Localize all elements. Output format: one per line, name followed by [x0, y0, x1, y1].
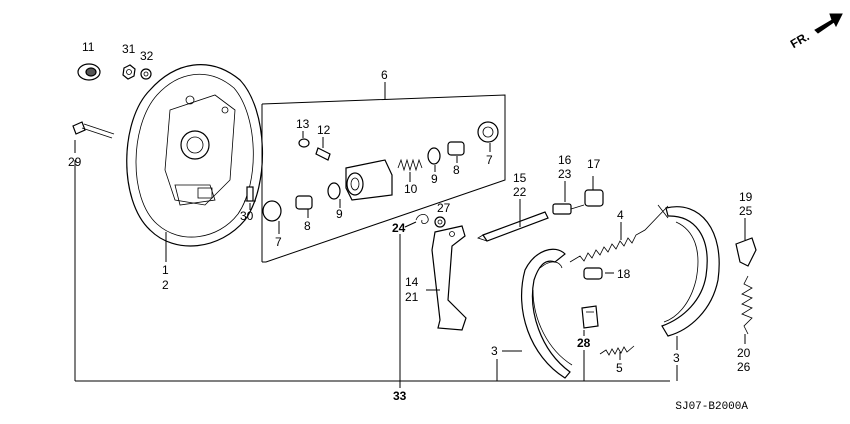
brake-shoe-right: [657, 204, 720, 337]
callout-2: 2: [162, 278, 169, 292]
callout-11: 11: [82, 40, 95, 54]
callout-8-lower: 8: [304, 219, 311, 233]
shoe-clip-part: [735, 237, 757, 267]
callout-18: 18: [617, 267, 631, 281]
callout-3-left: 3: [491, 344, 498, 358]
direction-label: FR.: [788, 29, 812, 51]
callout-1: 1: [162, 263, 169, 277]
front-direction-indicator: FR.: [788, 13, 843, 51]
callout-20: 20: [737, 346, 751, 360]
callout-13: 13: [296, 117, 310, 131]
callout-7-upper: 7: [486, 153, 493, 167]
callout-16: 16: [558, 153, 572, 167]
callout-8-upper: 8: [453, 163, 460, 177]
callout-17: 17: [587, 157, 601, 171]
callout-9-upper: 9: [431, 172, 438, 186]
callout-19: 19: [739, 190, 753, 204]
wheel-cylinder-group-box: [261, 94, 506, 263]
lower-spring-part: [599, 345, 635, 356]
callout-labels: 11 31 32 29 30 1 2 6 13 12 10 9 8 7 9 8 …: [68, 40, 753, 403]
parking-lever-part: [431, 225, 467, 331]
adjuster-rod-part: [477, 211, 549, 242]
callout-10: 10: [404, 182, 418, 196]
front-arrow-icon: [814, 13, 843, 34]
callout-4: 4: [617, 208, 624, 222]
pin-part: [583, 267, 603, 280]
callout-27: 27: [437, 201, 451, 215]
callout-32: 32: [140, 49, 154, 63]
backing-plate: [126, 64, 264, 247]
callout-12: 12: [317, 123, 331, 137]
leader-lines: [74, 82, 746, 388]
bleeder-screw-part: [244, 186, 256, 202]
nut-part: [122, 64, 136, 80]
callout-22: 22: [513, 185, 527, 199]
callout-6: 6: [381, 68, 388, 82]
callout-31: 31: [122, 42, 136, 56]
washer-part: [140, 68, 152, 80]
grommet-part: [77, 63, 101, 81]
drawing-code: SJ07-B2000A: [675, 401, 748, 413]
adjuster-nut-part: [584, 189, 604, 207]
wheel-cylinder-parts: [262, 121, 499, 222]
callout-29: 29: [68, 155, 82, 169]
callout-30: 30: [240, 209, 254, 223]
callout-3-right: 3: [673, 351, 680, 365]
callout-14: 14: [405, 275, 419, 289]
callout-24: 24: [392, 221, 406, 235]
callout-23: 23: [558, 167, 572, 181]
callout-21: 21: [405, 290, 419, 304]
callout-26: 26: [737, 360, 751, 374]
adjuster-spring-part: [741, 275, 753, 335]
brake-shoe-left: [521, 248, 573, 379]
callout-5: 5: [616, 361, 623, 375]
callout-25: 25: [739, 204, 753, 218]
hold-down-part: [581, 305, 599, 329]
callout-7-lower: 7: [275, 235, 282, 249]
callout-33: 33: [393, 389, 407, 403]
return-spring-part: [569, 205, 669, 263]
bolt-part: [72, 121, 115, 139]
callout-9-lower: 9: [336, 207, 343, 221]
wave-washer-part: [434, 216, 446, 228]
callout-28: 28: [577, 336, 591, 350]
adjuster-screw-part: [552, 203, 585, 215]
retainer-clip-part: [415, 214, 429, 224]
callout-15: 15: [513, 171, 527, 185]
